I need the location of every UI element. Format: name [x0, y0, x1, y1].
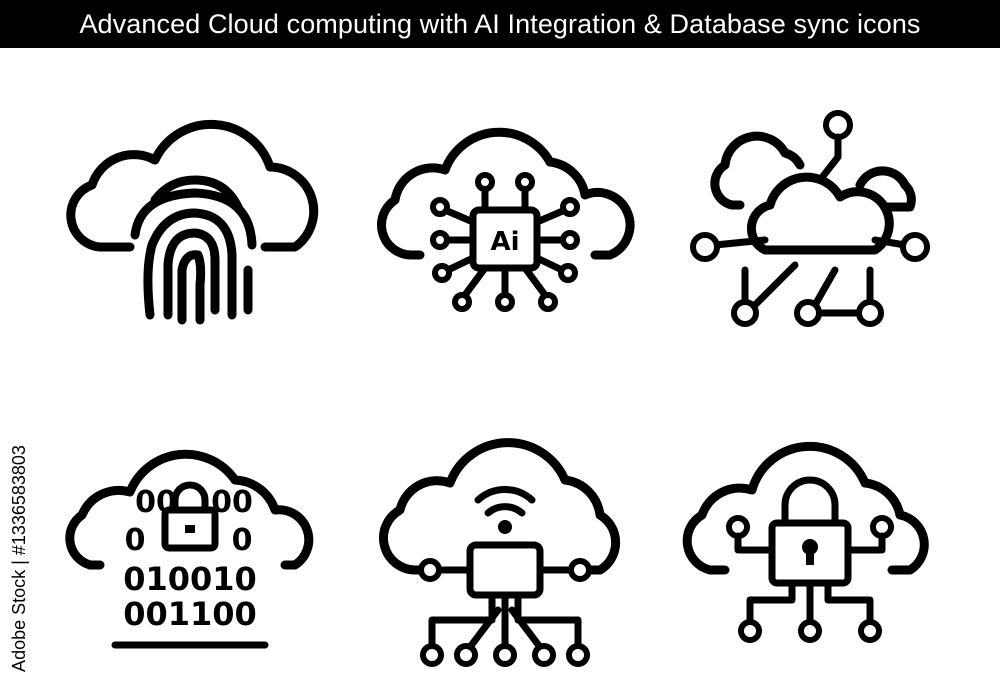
cloud-network-sync-icon [690, 110, 930, 327]
ai-chip-label: Ai [490, 227, 519, 257]
cloud-padlock-circuit-icon [682, 441, 929, 643]
svg-text:0: 0 [125, 523, 146, 558]
cloud-fingerprint-icon [66, 119, 319, 325]
svg-text:00: 00 [135, 485, 177, 520]
page-title: Advanced Cloud computing with AI Integra… [0, 0, 1000, 48]
cloud-ai-chip-icon: Ai [377, 127, 635, 312]
svg-text:001100: 001100 [123, 595, 257, 633]
svg-text:010010: 010010 [123, 560, 257, 598]
stock-id-text: Adobe Stock | #1336583803 [8, 444, 29, 672]
cloud-wifi-device-icon [379, 438, 621, 667]
svg-text:0: 0 [232, 523, 253, 558]
stock-id-watermark: Adobe Stock | #1336583803 [4, 445, 34, 672]
cloud-binary-lock-icon: 00 00 0 0 010010 001100 [65, 449, 314, 649]
